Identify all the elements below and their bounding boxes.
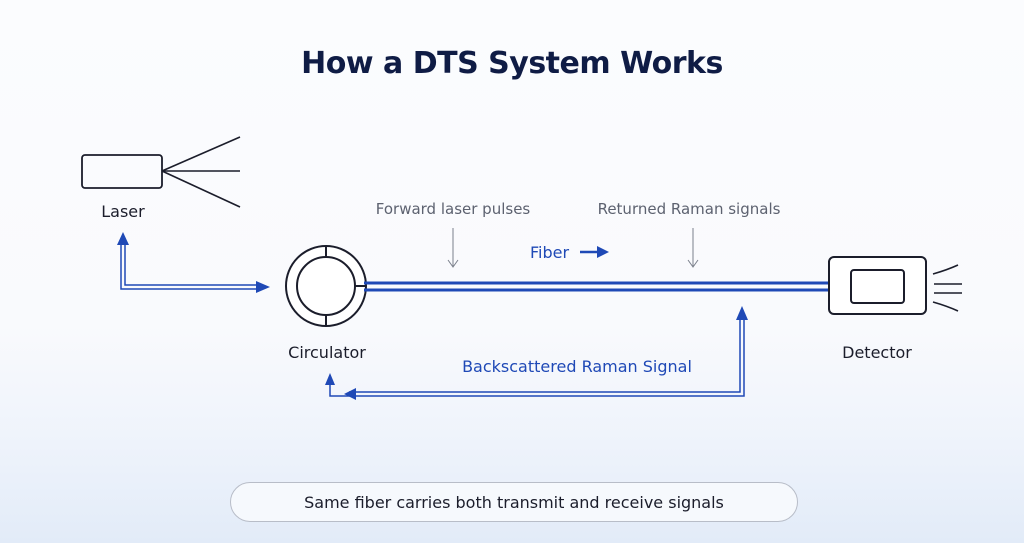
laser-beam-icon <box>161 136 241 208</box>
right-arrow-icon <box>597 246 609 258</box>
returned-signals-label: Returned Raman signals <box>598 200 781 218</box>
laser-circulator-connector <box>117 232 270 293</box>
detector-component: Detector <box>828 256 962 362</box>
down-arrow-icon <box>447 259 459 268</box>
detector-body <box>828 256 927 315</box>
page-title: How a DTS System Works <box>301 46 723 81</box>
laser-component: Laser <box>81 136 241 221</box>
circulator-label: Circulator <box>288 343 366 362</box>
forward-pulses-label: Forward laser pulses <box>376 200 531 218</box>
returned-signals-annotation: Returned Raman signals <box>598 200 781 268</box>
laser-label: Laser <box>101 202 145 221</box>
circulator-component: Circulator <box>285 245 367 362</box>
detector-label: Detector <box>842 343 912 362</box>
circulator-ticks <box>325 246 366 326</box>
detector-window <box>850 269 905 304</box>
arrow-up-to-circulator-icon <box>325 373 335 385</box>
footer-note: Same fiber carries both transmit and rec… <box>230 482 798 522</box>
forward-pulses-annotation: Forward laser pulses <box>376 200 531 268</box>
footer-note-text: Same fiber carries both transmit and rec… <box>304 492 724 512</box>
detector-signal-icon <box>932 264 962 312</box>
fiber-direction-annotation: Fiber <box>530 243 609 262</box>
arrow-up-from-fiber-icon <box>736 306 748 320</box>
fiber-line <box>364 281 830 292</box>
fiber-label: Fiber <box>530 243 569 262</box>
arrow-right-to-circulator-icon <box>256 281 270 293</box>
down-arrow-icon <box>687 259 699 268</box>
arrow-left-icon <box>344 388 356 400</box>
backscatter-return-path: Backscattered Raman Signal <box>325 306 748 400</box>
laser-body <box>81 154 163 189</box>
backscattered-label: Backscattered Raman Signal <box>462 357 692 376</box>
arrow-up-to-laser-icon <box>117 232 129 245</box>
